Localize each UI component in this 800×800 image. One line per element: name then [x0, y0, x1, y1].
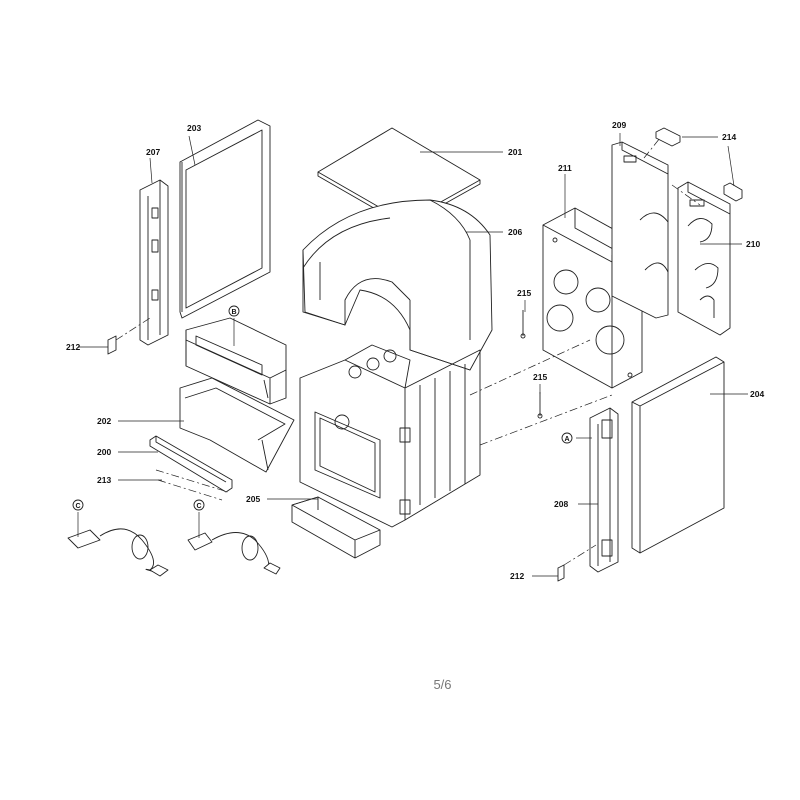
fixing-pin-lower [537, 392, 543, 419]
rear-panel [677, 181, 731, 336]
front-frame-panel [179, 119, 271, 319]
part-label-215-lower: 215 [533, 372, 547, 382]
side-panel [631, 356, 725, 554]
part-label-213: 213 [97, 475, 111, 485]
retaining-clip-left [107, 335, 117, 355]
part-label-207: 207 [146, 147, 160, 157]
part-label-201: 201 [508, 147, 522, 157]
part-label-206: 206 [508, 227, 522, 237]
lower-trim-panel [179, 377, 295, 473]
part-label-209: 209 [612, 120, 626, 130]
part-label-210: 210 [746, 239, 760, 249]
panel-clip-side [723, 182, 743, 202]
fixing-pin-upper [520, 310, 526, 339]
part-label-208: 208 [554, 499, 568, 509]
retaining-clip-right [557, 564, 565, 582]
marker-letter-a: A [564, 436, 569, 443]
part-label-215-upper: 215 [517, 288, 531, 298]
part-label-205: 205 [246, 494, 260, 504]
rear-plate [611, 141, 669, 319]
marker-letter-b: B [231, 309, 236, 316]
part-label-212-right: 212 [510, 571, 524, 581]
insulation-jacket [302, 199, 493, 371]
control-unit [185, 317, 287, 405]
part-label-203: 203 [187, 123, 201, 133]
marker-circles [72, 305, 573, 511]
part-label-212-left: 212 [66, 342, 80, 352]
part-label-214: 214 [722, 132, 736, 142]
page-indicator: 5/6 [433, 677, 452, 692]
part-label-200: 200 [97, 447, 111, 457]
marker-letter-c-left: C [75, 503, 80, 510]
part-label-202: 202 [97, 416, 111, 426]
part-label-211: 211 [558, 163, 572, 173]
part-label-204: 204 [750, 389, 764, 399]
right-side-rail [589, 407, 619, 573]
mounting-rail [149, 435, 233, 493]
left-side-rail [139, 179, 169, 346]
marker-letter-c-right: C [196, 503, 201, 510]
wiring-harness-right [187, 532, 281, 575]
panel-clip-top [655, 127, 681, 147]
wiring-harness-left [67, 528, 169, 577]
boiler-block [291, 344, 481, 559]
